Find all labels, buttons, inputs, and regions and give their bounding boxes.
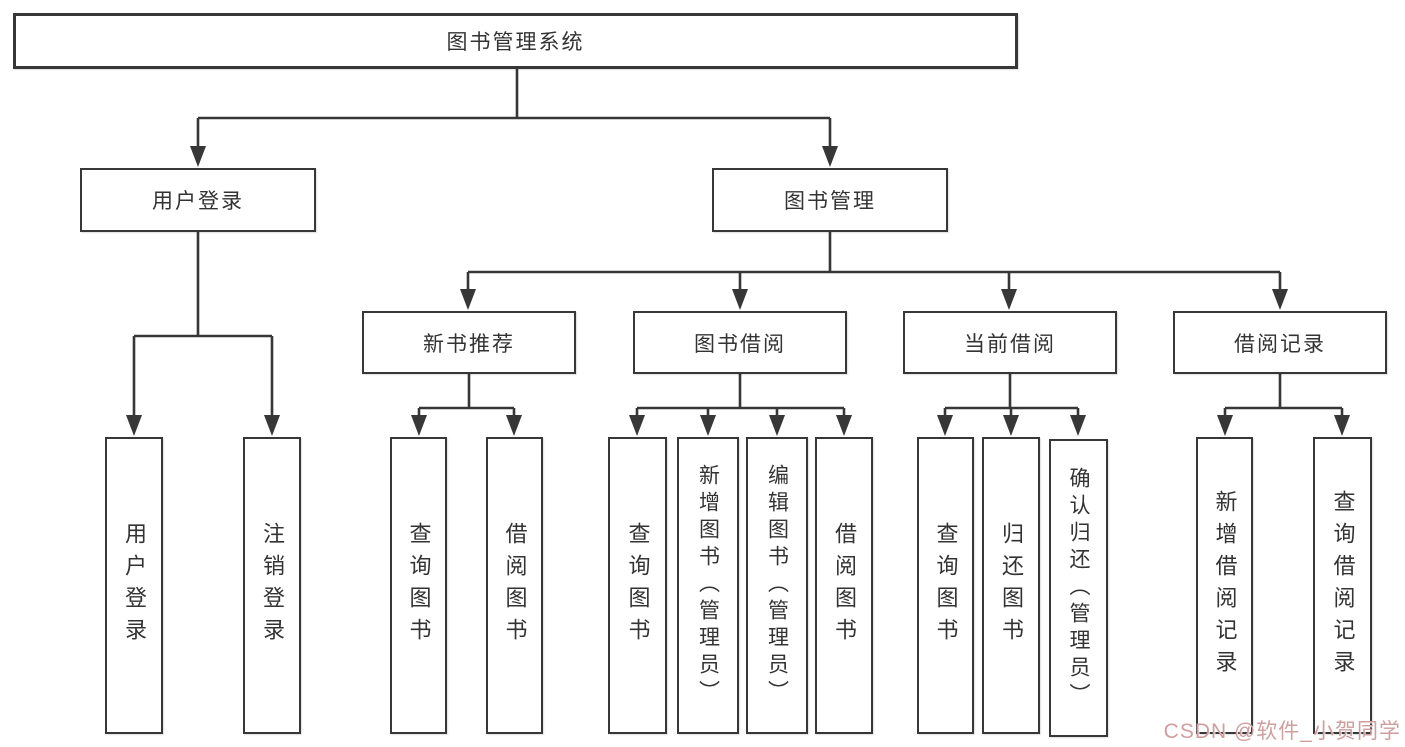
arrowhead-ul-user-login <box>126 415 142 436</box>
edge-current-borrow-children <box>943 374 1080 416</box>
arrowhead-br-add <box>1217 415 1233 436</box>
edge-root-to-level2 <box>196 69 832 147</box>
node-leaf-nb-borrow-book: 借阅图书 <box>486 437 543 734</box>
arrowhead-nb-borrow <box>506 415 522 436</box>
arrowhead-cb-query <box>937 415 953 436</box>
node-current-borrowing: 当前借阅 <box>903 311 1117 374</box>
arrowhead-br-query <box>1334 415 1350 436</box>
arrowhead-bb-query <box>629 415 645 436</box>
csdn-watermark: CSDN @软件_小贺同学 <box>1163 720 1401 743</box>
node-leaf-bb-edit-book-admin: 编辑图书（管理员） <box>746 437 808 734</box>
edge-user-login-children <box>132 232 274 416</box>
edge-new-book-rec-children <box>417 374 516 416</box>
node-leaf-bb-query-book: 查询图书 <box>608 437 667 734</box>
arrowhead-user-login <box>190 146 206 167</box>
edge-borrow-records-children <box>1223 374 1344 416</box>
node-leaf-br-add-record: 新增借阅记录 <box>1196 437 1253 734</box>
arrowhead-nb-query <box>411 415 427 436</box>
edge-book-borrow-children <box>635 374 846 416</box>
node-root-system: 图书管理系统 <box>13 13 1018 69</box>
node-leaf-br-query-record: 查询借阅记录 <box>1313 437 1372 734</box>
node-book-management: 图书管理 <box>712 168 948 232</box>
arrowhead-bb-edit <box>769 415 785 436</box>
arrowhead-borrow-records <box>1272 289 1288 310</box>
arrowhead-new-book-rec <box>460 289 476 310</box>
arrowhead-current-borrow <box>1001 289 1017 310</box>
node-book-borrowing: 图书借阅 <box>633 311 847 374</box>
arrowhead-cb-return <box>1003 415 1019 436</box>
arrowhead-book-mgmt <box>822 146 838 167</box>
arrowhead-bb-add <box>700 415 716 436</box>
node-leaf-logout: 注销登录 <box>243 437 301 734</box>
arrowhead-ul-logout <box>264 415 280 436</box>
node-borrow-records: 借阅记录 <box>1173 311 1387 374</box>
node-leaf-bb-add-book-admin: 新增图书（管理员） <box>677 437 739 734</box>
node-leaf-user-login: 用户登录 <box>105 437 163 734</box>
arrowhead-book-borrow <box>732 289 748 310</box>
node-leaf-cb-query-book: 查询图书 <box>917 437 974 734</box>
arrowhead-cb-confirm <box>1070 415 1086 436</box>
node-leaf-cb-return-book: 归还图书 <box>982 437 1040 734</box>
node-leaf-cb-confirm-return-admin: 确认归还（管理员） <box>1049 439 1108 737</box>
node-user-login: 用户登录 <box>80 168 316 232</box>
edge-book-mgmt-level3 <box>466 232 1282 290</box>
node-leaf-bb-borrow-book: 借阅图书 <box>815 437 873 734</box>
node-new-book-recommend: 新书推荐 <box>362 311 576 374</box>
arrowhead-bb-borrow <box>836 415 852 436</box>
node-leaf-nb-query-book: 查询图书 <box>390 437 447 734</box>
